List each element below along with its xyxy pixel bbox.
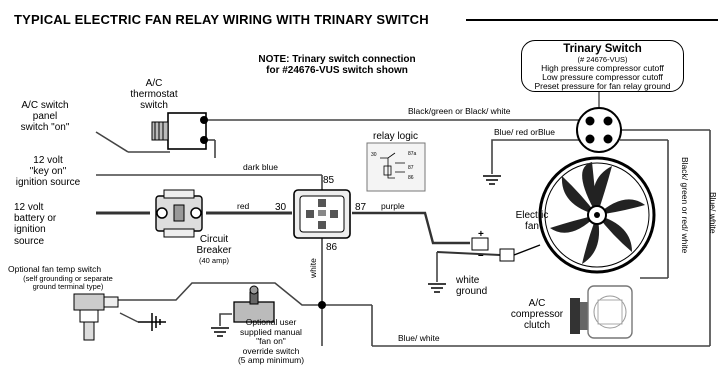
relay-pin-30: 30	[275, 202, 287, 213]
breaker-amp-label: (40 amp)	[198, 256, 229, 265]
note-line-2: for #24676-VUS switch shown	[266, 65, 408, 76]
ground-symbol	[138, 313, 166, 331]
fan-temp-switch	[73, 293, 139, 341]
wire-label-blue-white-bottom: Blue/ white	[398, 333, 440, 343]
relay-pin-86: 86	[326, 242, 338, 253]
circuit-breaker	[155, 189, 203, 238]
trinary-line: Low pressure compressor cutoff	[542, 72, 663, 82]
grounds	[138, 175, 501, 337]
trinary-connector	[576, 107, 622, 153]
fan-connector	[471, 237, 541, 262]
wire-purple	[352, 211, 470, 245]
wire-fan-neg	[436, 251, 501, 256]
relay	[293, 189, 351, 239]
relay-logic-pin: 87a	[408, 151, 417, 157]
trinary-line: High pressure compressor cutoff	[541, 63, 664, 73]
manual-override-switch	[233, 285, 275, 323]
note-line-1: NOTE: Trinary switch connection	[258, 54, 416, 65]
electric-fan-label: Electric fan	[515, 210, 549, 233]
wire-label-red: red	[237, 201, 250, 211]
compressor-label: A/C compressor clutch	[510, 298, 564, 332]
polarity-plus: +	[478, 229, 484, 240]
breaker-label: Circuit Breaker	[196, 234, 232, 257]
trinary-part: (# 24676-VUS)	[577, 55, 628, 64]
relay-logic-pin: 87	[408, 165, 414, 171]
wire-fan-temp	[118, 282, 322, 306]
white-ground-label: white ground	[456, 275, 488, 298]
wire-label-blue-red: Blue/ red orBlue	[494, 127, 555, 137]
trinary-line: Preset pressure for fan relay ground	[534, 81, 671, 91]
ac-thermostat-label: A/C thermostat switch	[130, 78, 178, 112]
wire-label-black-green-red: Black/ green or red/ white	[680, 157, 690, 254]
wires	[95, 119, 711, 347]
relay-pin-87: 87	[355, 202, 367, 213]
polarity-minus: –	[478, 250, 484, 261]
relay-logic-label: relay logic	[373, 131, 419, 142]
trinary-switch-box: Trinary Switch (# 24676-VUS) High pressu…	[521, 40, 684, 92]
ground-symbol	[428, 283, 446, 293]
diagram-title: TYPICAL ELECTRIC FAN RELAY WIRING WITH T…	[14, 12, 429, 27]
relay-logic-box	[366, 142, 426, 192]
wire-ac-switch-panel	[95, 131, 129, 153]
manual-switch-label: Optional user supplied manual "fan on" o…	[237, 317, 305, 366]
wire-blue-red	[491, 139, 580, 174]
ac-switch-panel-label: A/C switch panel switch "on"	[20, 100, 70, 134]
wire-label-black-green: Black/green or Black/ white	[408, 106, 511, 116]
fan-temp-label: Optional fan temp switch	[8, 264, 102, 274]
battery-label: 12 volt battery or ignition source	[14, 202, 57, 247]
compressor-clutch	[570, 285, 633, 339]
wire-label-white: white	[308, 258, 318, 278]
wire-label-blue-white-right: Blue/ white	[708, 192, 718, 234]
ground-symbol	[483, 175, 501, 185]
wire-label-purple: purple	[381, 201, 405, 211]
relay-logic-pin: 30	[371, 152, 377, 158]
wire-manual-ground	[219, 313, 232, 326]
key-on-label: 12 volt "key on" ignition source	[15, 155, 81, 189]
ground-symbol	[211, 327, 229, 337]
thermostat-switch	[151, 112, 208, 150]
relay-logic-pin: 86	[408, 175, 414, 181]
fan-temp-sub-label: (self grounding or separate ground termi…	[23, 274, 113, 292]
wire-label-dark-blue: dark blue	[243, 162, 278, 172]
electric-fan	[538, 156, 656, 274]
relay-pin-85: 85	[323, 175, 335, 186]
junction-dot	[318, 301, 326, 309]
trinary-title: Trinary Switch	[563, 43, 642, 55]
